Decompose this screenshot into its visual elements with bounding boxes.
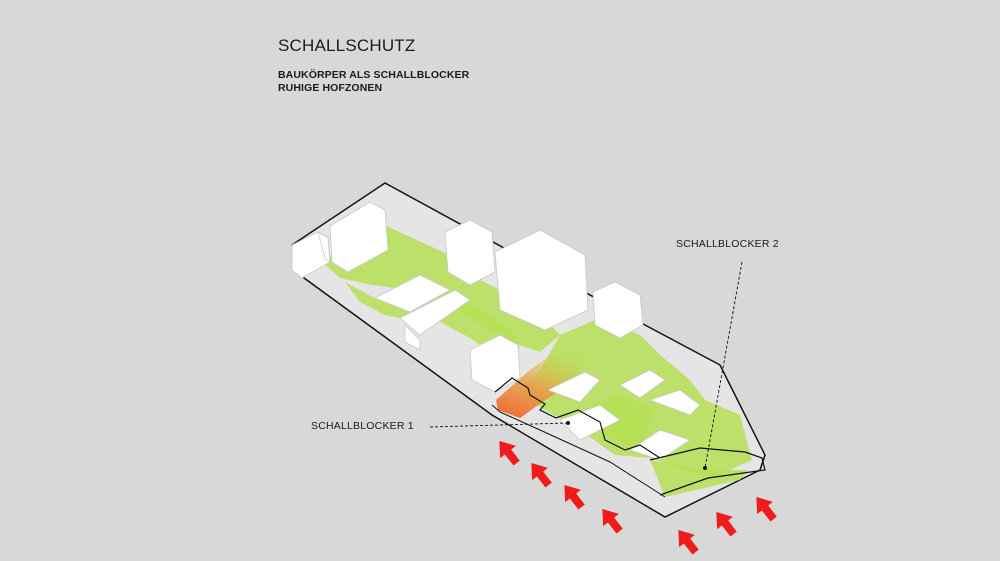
noise-arrow-5 [678, 529, 699, 555]
noise-arrow-3 [564, 484, 585, 510]
noise-gradient-zone [496, 348, 595, 418]
noise-arrows [499, 440, 777, 555]
blocker1-marker [566, 421, 570, 425]
noise-arrow-6 [716, 511, 737, 537]
building-volumes [291, 201, 701, 461]
noise-arrow-7 [756, 496, 777, 522]
blocker2-label: SCHALLBLOCKER 2 [676, 238, 779, 250]
blocker1-leader [429, 422, 569, 428]
blocker2-marker [703, 466, 707, 470]
diagram-title: SCHALLSCHUTZ [278, 36, 416, 55]
blocker1-label: SCHALLBLOCKER 1 [311, 420, 414, 432]
diagram-subtitle-1: BAUKÖRPER ALS SCHALLBLOCKER [278, 69, 470, 81]
noise-arrow-4 [602, 508, 623, 534]
diagram-subtitle-2: RUHIGE HOFZONEN [278, 82, 383, 94]
blocker1-outline [494, 377, 661, 459]
noise-arrow-2 [531, 462, 552, 488]
blocker2-outline [649, 447, 766, 496]
noise-arrow-1 [499, 440, 520, 466]
